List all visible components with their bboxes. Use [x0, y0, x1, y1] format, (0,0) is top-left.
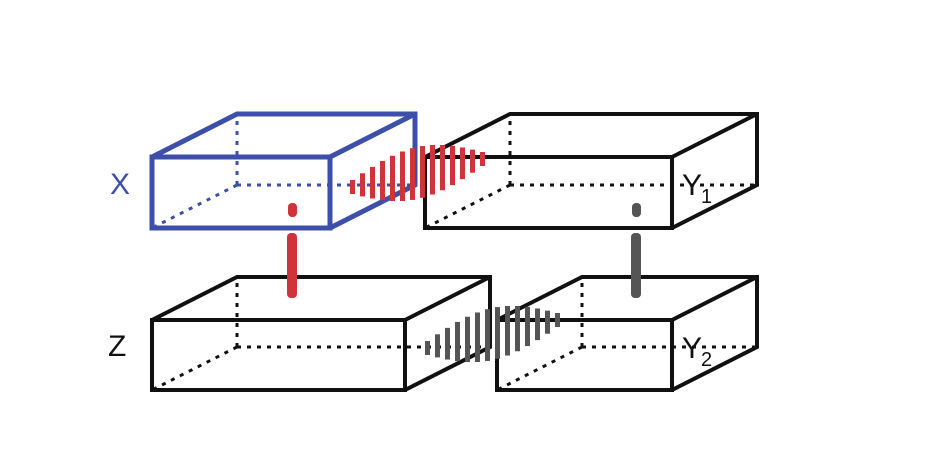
link-blob: [287, 233, 297, 298]
link-bar: [495, 307, 500, 359]
link-bar: [555, 313, 560, 327]
link-bar: [485, 309, 490, 361]
link-bar: [450, 145, 455, 186]
link-bar: [480, 152, 485, 166]
label-y2-subscript: 2: [701, 349, 712, 371]
front-face: [149, 154, 333, 231]
link-blob: [288, 203, 297, 217]
top-right-edge: [404, 275, 491, 322]
link-z-y2: [425, 305, 560, 363]
link-bar: [455, 321, 460, 362]
link-x-y1: [350, 144, 485, 202]
link-bar: [390, 155, 395, 202]
link-bar: [515, 305, 520, 352]
top-side-edges: [150, 111, 418, 231]
label-z: Z: [108, 330, 126, 363]
link-bar: [410, 148, 415, 200]
link-y1-y2: [631, 203, 641, 298]
hidden-edge: [151, 345, 238, 392]
box-y1: [423, 112, 759, 230]
top-right-edge: [671, 112, 758, 159]
top-side-edges: [151, 275, 492, 392]
link-bar: [420, 146, 425, 198]
link-bar: [380, 160, 385, 201]
link-bar: [370, 166, 375, 199]
link-bar: [435, 334, 440, 358]
link-x-z: [287, 203, 297, 298]
link-blob: [632, 203, 641, 217]
top-right-edge: [671, 275, 758, 322]
link-bar: [545, 310, 550, 334]
link-bar: [425, 341, 430, 355]
top-right-edge: [328, 111, 417, 160]
label-y1-subscript: 1: [701, 186, 712, 208]
label-x: X: [110, 168, 130, 201]
link-bar: [505, 306, 510, 356]
link-bar: [525, 306, 530, 347]
hidden-edge: [424, 183, 511, 230]
link-bar: [445, 327, 450, 360]
link-bar: [440, 144, 445, 191]
link-bar: [430, 145, 435, 195]
link-bar: [460, 147, 465, 180]
box-y2: [495, 275, 759, 392]
label-y2: Y: [682, 332, 702, 365]
link-bar: [350, 180, 355, 194]
link-bar: [360, 173, 365, 197]
front-face: [495, 318, 674, 392]
box-z: [150, 275, 492, 392]
link-bar: [475, 312, 480, 362]
label-y1: Y: [682, 169, 702, 202]
link-bar: [470, 149, 475, 173]
front-face: [150, 318, 407, 392]
link-bar: [465, 316, 470, 363]
link-blob: [631, 233, 641, 298]
hidden-edge: [151, 183, 238, 230]
link-bar: [400, 151, 405, 201]
link-bar: [535, 308, 540, 341]
box-x: [149, 111, 418, 231]
